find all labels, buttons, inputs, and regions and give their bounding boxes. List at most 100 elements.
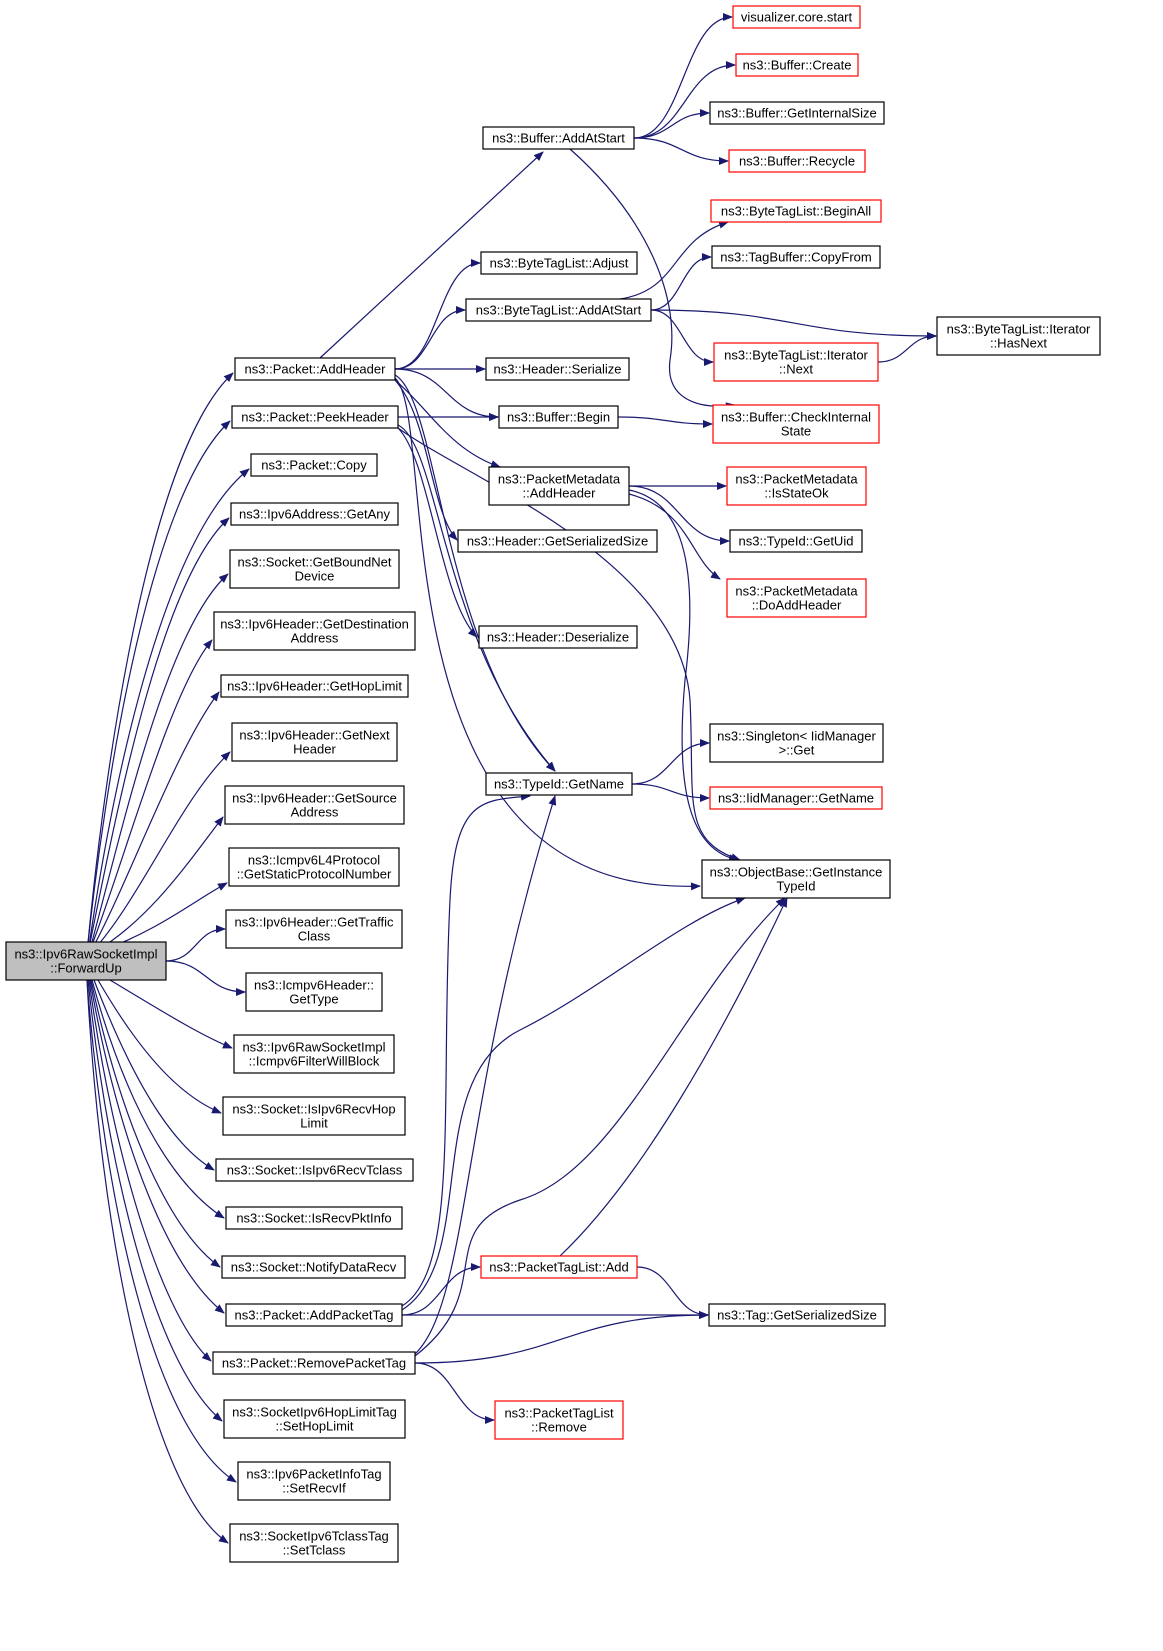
edge-addHeader-to-typeIdGetName — [394, 374, 556, 772]
edge-root-to-getNextHeader — [90, 751, 231, 954]
edge-root-to-isRecvHopLimit — [97, 979, 222, 1114]
node-setRecvIf[interactable]: ns3::Ipv6PacketInfoTag::SetRecvIf — [237, 1461, 391, 1501]
node-hdrGetSerSize[interactable]: ns3::Header::GetSerializedSize — [457, 529, 658, 553]
edge-removePacketTag-to-typeIdGetName — [414, 795, 557, 1355]
node-bufRecycle[interactable]: ns3::Buffer::Recycle — [728, 149, 866, 173]
node-btlAddAtStart[interactable]: ns3::ByteTagList::AddAtStart — [465, 298, 652, 322]
node-singletonGet[interactable]: ns3::Singleton< IidManager >::Get — [709, 723, 884, 763]
node-box — [213, 611, 416, 651]
node-label: ns3::Ipv6Header::GetTraffic — [235, 915, 394, 930]
edge-root-to-isRecvTclass — [93, 979, 215, 1171]
node-box — [936, 316, 1101, 356]
edge-root-to-addPacketTag — [89, 979, 225, 1314]
node-peekHeader[interactable]: ns3::Packet::PeekHeader — [231, 405, 399, 429]
node-getStaticProto[interactable]: ns3::Icmpv6L4Protocol::GetStaticProtocol… — [228, 847, 400, 887]
edge-bufAddAtStart-to-bufCheckInternal — [569, 148, 736, 411]
node-box — [709, 786, 883, 810]
node-box — [726, 466, 867, 506]
node-box — [231, 405, 399, 429]
node-tbCopyFrom[interactable]: ns3::TagBuffer::CopyFrom — [711, 245, 881, 269]
node-tagGetSerSize[interactable]: ns3::Tag::GetSerializedSize — [708, 1303, 886, 1327]
node-addHeader[interactable]: ns3::Packet::AddHeader — [234, 357, 396, 381]
node-label: Device — [295, 569, 335, 584]
node-ptlRemove[interactable]: ns3::PacketTagList::Remove — [494, 1400, 624, 1440]
node-label: Header — [293, 742, 336, 757]
node-label: ::SetHopLimit — [275, 1419, 353, 1434]
node-label: ns3::Buffer::GetInternalSize — [717, 106, 876, 121]
node-isRecvPktInfo[interactable]: ns3::Socket::IsRecvPktInfo — [225, 1206, 403, 1230]
edge-root-to-removePacketTag — [88, 979, 212, 1362]
edge-root-to-getAny — [87, 517, 230, 954]
node-btlAdjust[interactable]: ns3::ByteTagList::Adjust — [480, 251, 638, 275]
node-box — [478, 625, 638, 649]
node-label: ns3::IidManager::GetName — [718, 791, 874, 806]
node-notifyDataRecv[interactable]: ns3::Socket::NotifyDataRecv — [221, 1255, 406, 1279]
node-typeIdGetUid[interactable]: ns3::TypeId::GetUid — [729, 529, 863, 553]
node-getHopLimit[interactable]: ns3::Ipv6Header::GetHopLimit — [220, 674, 409, 698]
node-label: ns3::Ipv6RawSocketImpl — [242, 1040, 385, 1055]
node-pmDoAddHeader[interactable]: ns3::PacketMetadata::DoAddHeader — [726, 578, 867, 618]
node-box — [480, 251, 638, 275]
node-icmpGetType[interactable]: ns3::Icmpv6Header::GetType — [245, 972, 383, 1012]
node-box — [5, 941, 167, 981]
node-box — [228, 847, 400, 887]
node-hdrDeserialize[interactable]: ns3::Header::Deserialize — [478, 625, 638, 649]
node-box — [711, 245, 881, 269]
node-label: ::IsStateOk — [764, 486, 829, 501]
node-label: >::Get — [779, 743, 815, 758]
edge-btlAddAtStart-to-btlIterNext — [650, 309, 714, 366]
node-btlBeginAll[interactable]: ns3::ByteTagList::BeginAll — [710, 199, 882, 223]
node-label: ::GetStaticProtocolNumber — [237, 867, 392, 882]
edge-addHeader-to-hdrGetSerSize — [394, 379, 458, 541]
node-label: ns3::Socket::NotifyDataRecv — [231, 1260, 397, 1275]
edge-peekHeader-to-hdrDeserialize — [397, 427, 478, 638]
node-btlIterNext[interactable]: ns3::ByteTagList::Iterator::Next — [713, 342, 879, 382]
node-vizStart[interactable]: visualizer.core.start — [732, 5, 861, 29]
node-label: ns3::Ipv6Header::GetDestination — [220, 617, 409, 632]
node-pmIsStateOk[interactable]: ns3::PacketMetadata::IsStateOk — [726, 466, 867, 506]
node-setTclass[interactable]: ns3::SocketIpv6TclassTag::SetTclass — [229, 1523, 399, 1563]
node-box — [709, 101, 885, 125]
node-label: ns3::SocketIpv6HopLimitTag — [232, 1405, 397, 1420]
node-label: ::DoAddHeader — [752, 598, 842, 613]
node-copy[interactable]: ns3::Packet::Copy — [250, 453, 378, 477]
node-hdrSerialize[interactable]: ns3::Header::Serialize — [485, 357, 630, 381]
edge-root-to-getDestAddr — [88, 639, 213, 954]
node-pmAddHeader[interactable]: ns3::PacketMetadata::AddHeader — [488, 466, 630, 506]
node-label: ns3::Packet::RemovePacketTag — [222, 1356, 406, 1371]
edge-removePacketTag-to-ptlRemove — [414, 1362, 495, 1424]
node-btlIterHasNext[interactable]: ns3::ByteTagList::Iterator::HasNext — [936, 316, 1101, 356]
edge-bufAddAtStart-to-bufRecycle — [633, 137, 729, 165]
node-typeIdGetName[interactable]: ns3::TypeId::GetName — [485, 772, 633, 796]
node-box — [221, 1255, 406, 1279]
node-addPacketTag[interactable]: ns3::Packet::AddPacketTag — [225, 1303, 403, 1327]
node-ptlAdd[interactable]: ns3::PacketTagList::Add — [480, 1255, 638, 1279]
node-label: ns3::Buffer::AddAtStart — [492, 131, 625, 146]
node-box — [220, 674, 409, 698]
node-label: ns3::Header::Deserialize — [487, 630, 629, 645]
node-getAny[interactable]: ns3::Ipv6Address::GetAny — [230, 502, 399, 526]
node-bufGetInternalSize[interactable]: ns3::Buffer::GetInternalSize — [709, 101, 885, 125]
node-filterWillBlock[interactable]: ns3::Ipv6RawSocketImpl::Icmpv6FilterWill… — [233, 1034, 395, 1074]
node-setHopLimit[interactable]: ns3::SocketIpv6HopLimitTag::SetHopLimit — [223, 1399, 406, 1439]
node-removePacketTag[interactable]: ns3::Packet::RemovePacketTag — [212, 1351, 416, 1375]
node-bufBegin[interactable]: ns3::Buffer::Begin — [498, 405, 619, 429]
node-root[interactable]: ns3::Ipv6RawSocketImpl::ForwardUp — [5, 941, 167, 981]
nodes-layer: ns3::Ipv6RawSocketImpl::ForwardUpns3::Pa… — [5, 5, 1101, 1563]
node-isRecvTclass[interactable]: ns3::Socket::IsIpv6RecvTclass — [215, 1158, 414, 1182]
node-box — [710, 199, 882, 223]
node-label: Address — [291, 631, 339, 646]
node-bufAddAtStart[interactable]: ns3::Buffer::AddAtStart — [482, 126, 635, 150]
node-bufCreate[interactable]: ns3::Buffer::Create — [735, 53, 859, 77]
node-box — [457, 529, 658, 553]
node-box — [212, 1351, 416, 1375]
node-iidGetName[interactable]: ns3::IidManager::GetName — [709, 786, 883, 810]
